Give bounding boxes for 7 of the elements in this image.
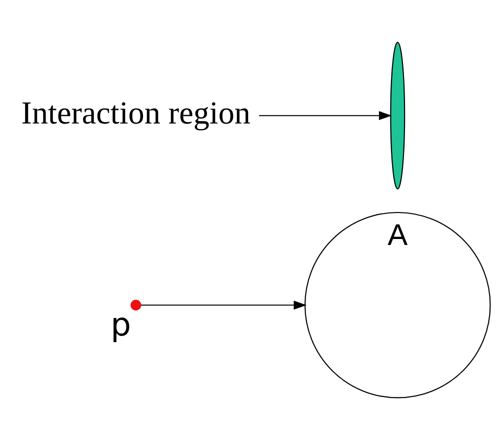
node-circle: A (304, 211, 491, 398)
node-text: Interaction region (21, 94, 250, 130)
arrow (141, 300, 307, 310)
node-crescent (390, 41, 406, 189)
node-circle (130, 299, 142, 310)
arrow (259, 110, 392, 120)
node-label: p (110, 305, 132, 344)
